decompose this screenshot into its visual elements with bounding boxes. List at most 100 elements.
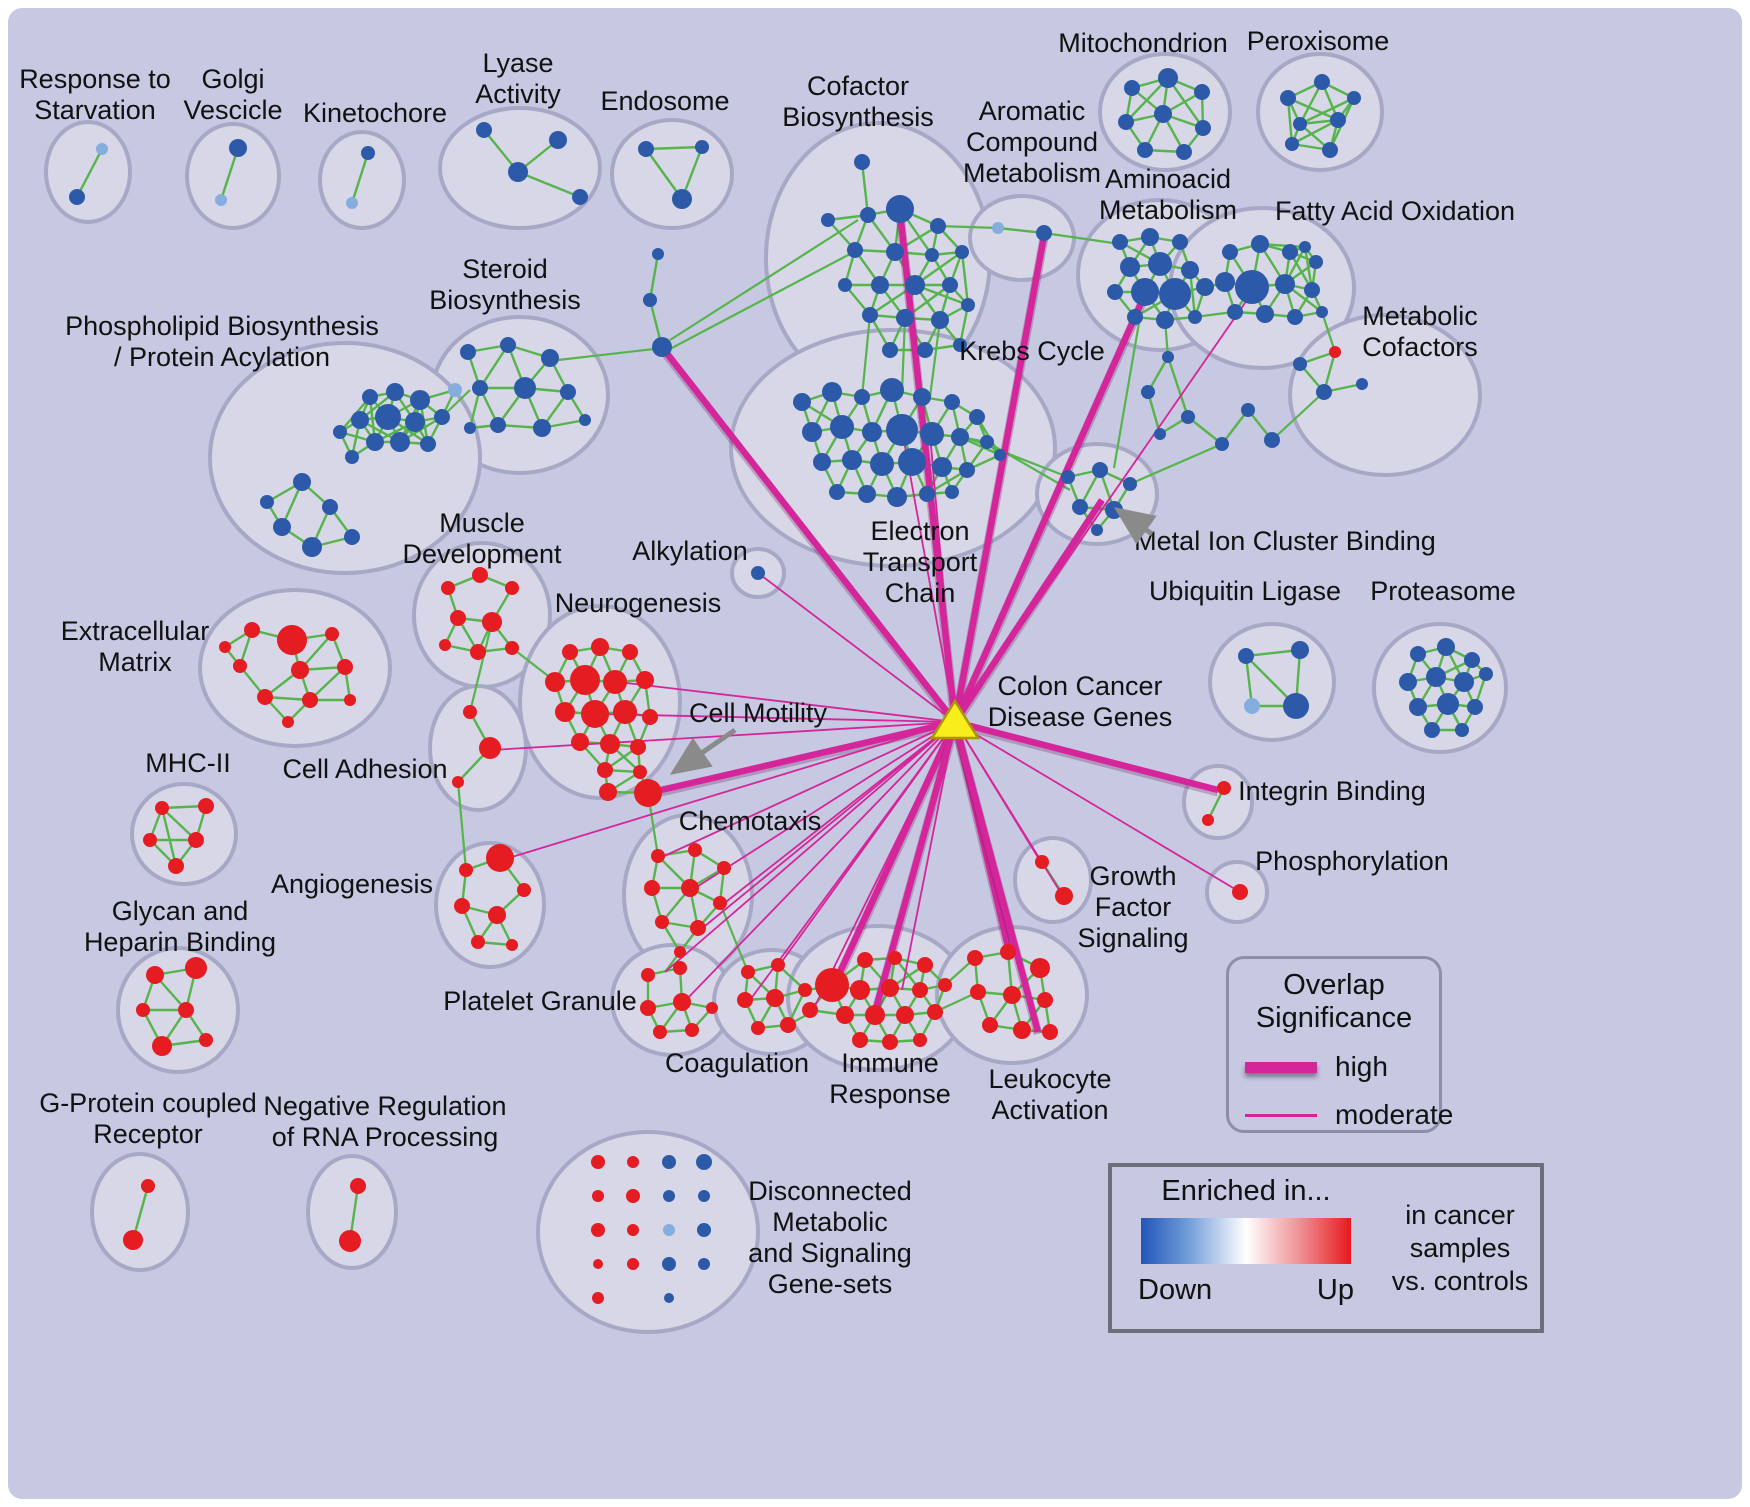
cluster-label: Ubiquitin Ligase xyxy=(1149,576,1341,606)
gene-set-node-electron-transport-chain xyxy=(822,382,842,402)
gene-set-node-phospholipid-biosynthesis xyxy=(302,537,322,557)
gene-set-node-proteasome xyxy=(1454,672,1474,692)
gene-set-node-muscle-development xyxy=(439,639,451,651)
cluster-label: Coagulation xyxy=(665,1048,809,1078)
disease-genes-hub-triangle xyxy=(929,698,981,740)
gene-set-node-fatty-acid-oxidation xyxy=(1309,255,1323,269)
gene-set-node-proteasome xyxy=(1424,722,1440,738)
cluster-label: Phospholipid Biosynthesis/ Protein Acyla… xyxy=(65,311,379,372)
gene-set-node-metabolic-connectors xyxy=(1241,403,1255,417)
gene-set-node-metabolic-connectors xyxy=(1162,351,1174,363)
inter-cluster-edge xyxy=(900,317,907,393)
gene-set-node-peroxisome xyxy=(1322,142,1338,158)
gene-set-edge xyxy=(478,344,510,389)
gene-set-node-cofactor-biosynthesis xyxy=(860,207,876,223)
gene-set-node-glycan-heparin-binding xyxy=(199,1033,213,1047)
gene-set-node-muscle-development xyxy=(482,612,502,632)
gene-set-node-disconnected-gene-sets xyxy=(662,1155,676,1169)
gene-set-node-phospholipid-biosynthesis xyxy=(375,404,401,430)
gene-set-node-coagulation xyxy=(780,1017,796,1033)
gene-set-node-cofactor-biosynthesis xyxy=(882,342,898,358)
gene-set-node-neurogenesis xyxy=(600,734,620,754)
gene-set-node-disconnected-gene-sets xyxy=(592,1190,604,1202)
gene-set-node-disconnected-gene-sets xyxy=(697,1223,711,1237)
gene-set-node-mhc-ii xyxy=(188,832,204,848)
gene-set-node-junction-nodes xyxy=(652,337,672,357)
gene-set-node-platelet-granule xyxy=(685,1023,699,1037)
gene-set-node-muscle-development xyxy=(450,610,466,626)
gene-set-node-neurogenesis xyxy=(597,762,613,778)
gene-set-node-aminoacid-metabolism xyxy=(1196,278,1214,296)
gene-set-node-neurogenesis xyxy=(633,765,647,779)
gene-set-edge xyxy=(1125,77,1169,123)
gene-set-node-electron-transport-chain xyxy=(898,448,926,476)
gene-set-node-fatty-acid-oxidation xyxy=(1299,241,1311,253)
gene-set-node-immune-response xyxy=(888,951,902,965)
gene-set-node-metabolic-cofactors xyxy=(1329,346,1341,358)
gene-set-node-disconnected-gene-sets xyxy=(626,1189,640,1203)
overlap-link-high xyxy=(954,718,1219,794)
gene-set-node-cofactor-biosynthesis xyxy=(847,242,863,258)
gene-set-node-glycan-heparin-binding xyxy=(152,1036,172,1056)
gene-set-node-platelet-granule xyxy=(641,968,655,982)
gene-set-node-metabolic-cofactors xyxy=(1293,357,1307,371)
gene-set-node-aminoacid-metabolism xyxy=(1120,257,1140,277)
overlap-link-high xyxy=(952,498,1105,724)
gene-set-node-cofactor-biosynthesis xyxy=(930,218,946,234)
gene-set-edge xyxy=(645,145,703,151)
gene-set-edge xyxy=(1245,648,1301,658)
gene-set-node-disconnected-gene-sets xyxy=(698,1190,710,1202)
gene-set-node-aminoacid-metabolism xyxy=(1156,311,1174,329)
overlap-link-moderate xyxy=(664,721,956,973)
overlap-link-moderate xyxy=(954,286,1257,723)
gene-set-node-metabolic-connectors xyxy=(1141,385,1155,399)
cluster-ellipse-kinetochore xyxy=(318,130,406,230)
gene-set-node-electron-transport-chain xyxy=(870,452,894,476)
enriched-legend-note: in cancer samples vs. controls xyxy=(1391,1199,1529,1296)
gene-set-node-chemotaxis xyxy=(674,946,686,958)
gene-set-node-ubiquitin-ligase xyxy=(1244,698,1260,714)
enriched-legend-title: Enriched in... xyxy=(1161,1175,1331,1207)
gene-set-node-neurogenesis xyxy=(603,670,627,694)
gene-set-node-proteasome xyxy=(1410,646,1426,662)
gene-set-node-angiogenesis xyxy=(459,863,473,877)
gene-set-node-disconnected-gene-sets xyxy=(591,1223,605,1237)
gene-set-node-leukocyte-activation xyxy=(1030,958,1050,978)
gene-set-node-aromatic-compound-metabolism xyxy=(992,222,1004,234)
inter-cluster-edge xyxy=(667,253,851,351)
gene-set-node-neurogenesis xyxy=(642,709,658,725)
gene-set-node-peroxisome xyxy=(1293,117,1307,131)
cluster-label: Mitochondrion xyxy=(1058,28,1228,58)
overlap-link-moderate xyxy=(659,721,956,859)
gene-set-node-immune-response xyxy=(927,1004,943,1020)
gene-set-node-disconnected-gene-sets xyxy=(698,1258,710,1270)
overlap-link-moderate xyxy=(501,721,956,861)
gene-set-node-disconnected-gene-sets xyxy=(662,1257,676,1271)
cluster-ellipse-aromatic-compound-metabolism xyxy=(968,194,1076,282)
gene-set-node-cofactor-biosynthesis xyxy=(942,277,958,293)
gene-set-node-electron-transport-chain xyxy=(913,388,931,406)
gene-set-node-steroid-biosynthesis xyxy=(500,337,516,353)
gene-set-node-immune-response xyxy=(836,1006,854,1024)
gene-set-node-cofactor-biosynthesis xyxy=(886,195,914,223)
inter-cluster-edge xyxy=(1043,231,1121,246)
gene-set-node-neurogenesis xyxy=(571,733,589,751)
gene-set-node-steroid-biosynthesis xyxy=(533,419,551,437)
gene-set-node-aromatic-compound-metabolism xyxy=(1036,225,1052,241)
gene-set-node-electron-transport-chain xyxy=(920,422,944,446)
gene-set-node-peroxisome xyxy=(1285,137,1299,151)
gene-set-node-platelet-granule xyxy=(653,1025,667,1039)
gene-set-node-lyase-activity xyxy=(476,122,492,138)
inter-cluster-edge xyxy=(669,219,859,341)
gene-set-node-immune-response xyxy=(865,1005,885,1025)
overlap-link-moderate xyxy=(777,721,956,968)
gene-set-node-electron-transport-chain xyxy=(932,457,952,477)
gene-set-node-peroxisome xyxy=(1347,91,1361,105)
overlap-link-high xyxy=(952,290,1149,724)
